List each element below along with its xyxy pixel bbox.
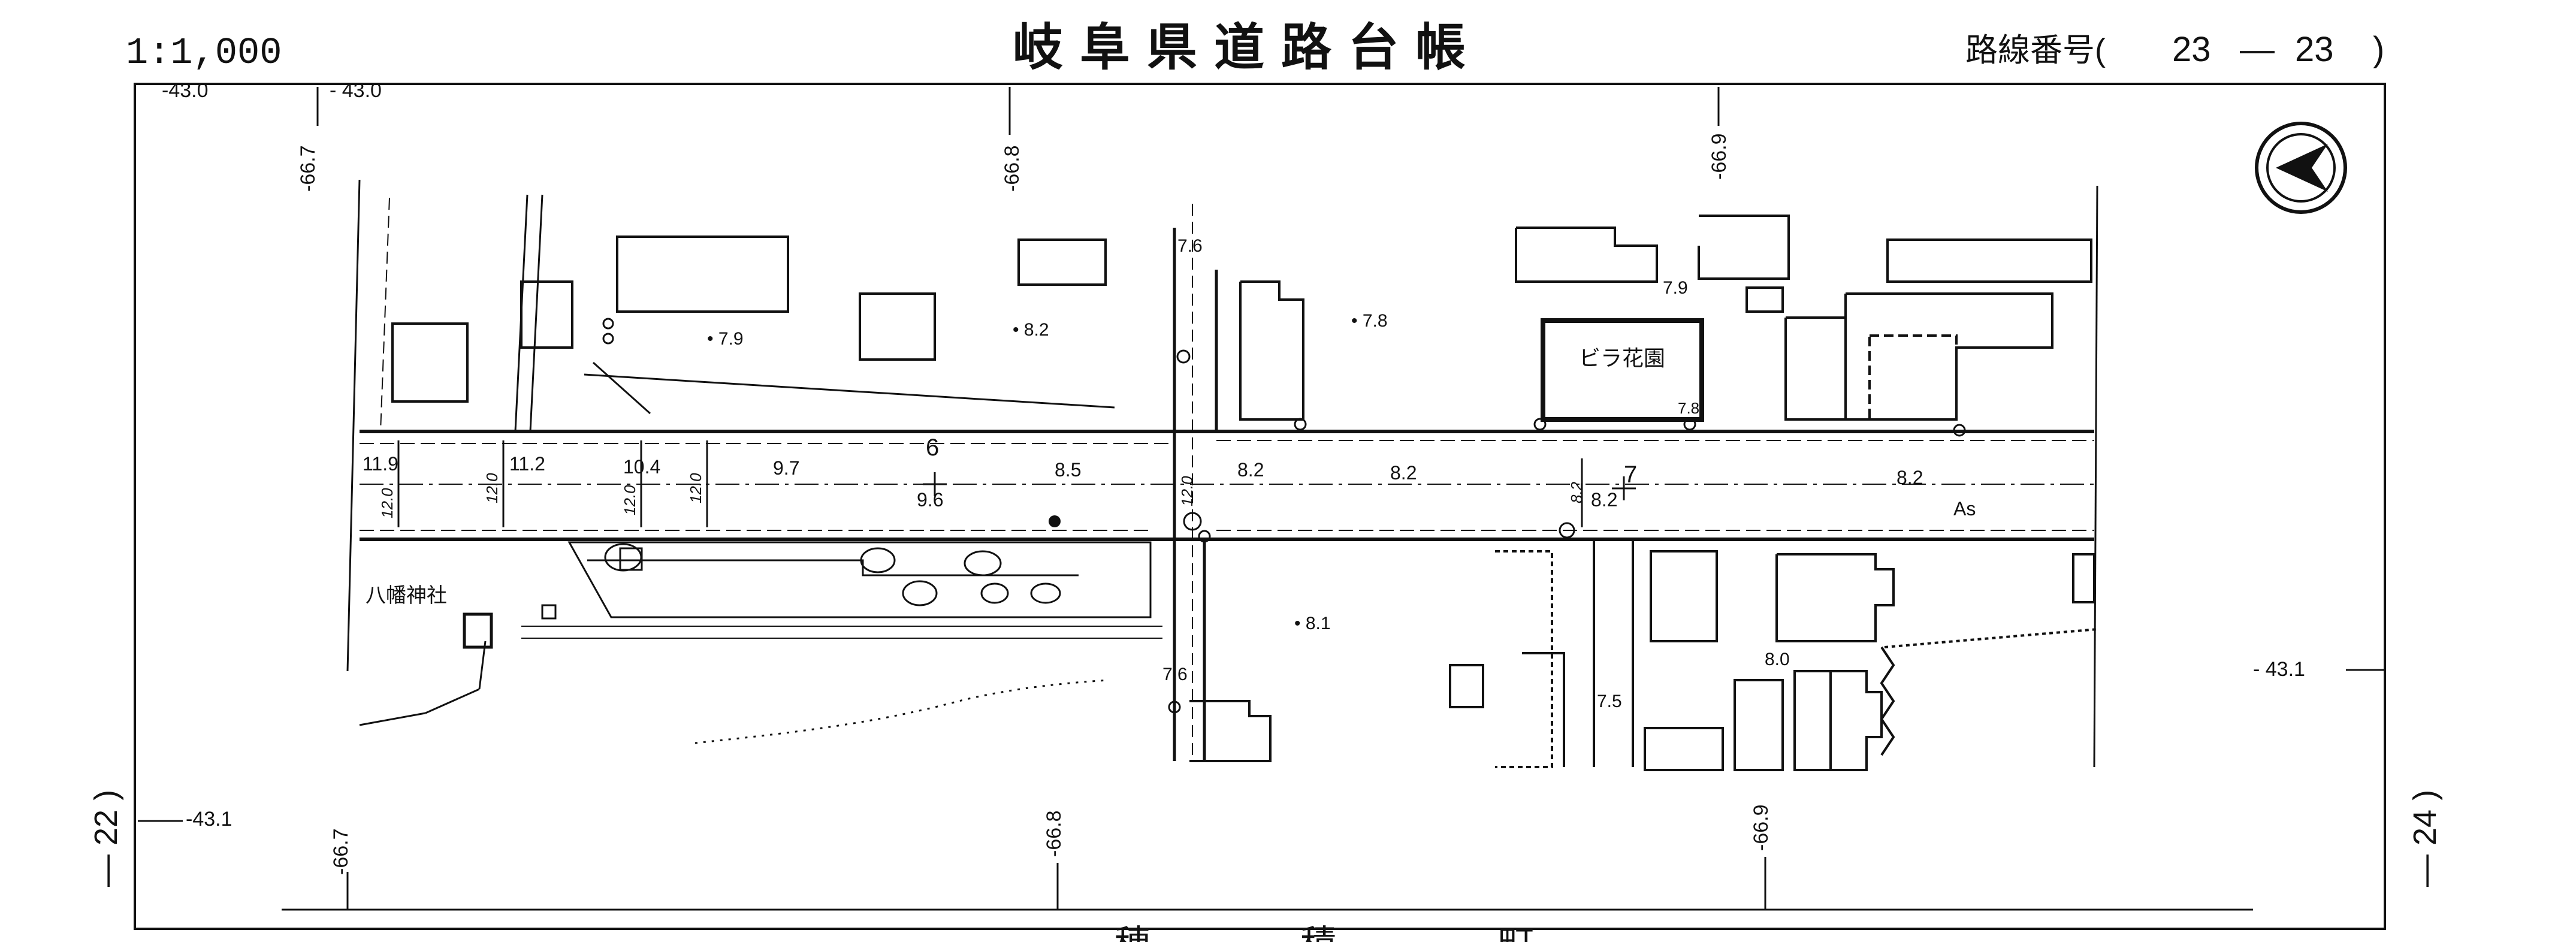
- scale-label: 1:1,000: [126, 32, 282, 74]
- route-number-b: 23: [2295, 30, 2334, 69]
- elev-11-9: 11.9: [363, 453, 398, 475]
- bottom-label-a: 穂: [1115, 923, 1150, 942]
- width-12-0-b: 12.0: [483, 473, 501, 503]
- width-12-0-d: 12.0: [687, 473, 705, 503]
- width-12-0-c: 12.0: [621, 485, 639, 515]
- width-12-0-e: 12.0: [1178, 476, 1196, 506]
- grid-label-top-left-a: -43.0: [162, 79, 209, 102]
- north-arrow-icon: [2255, 122, 2347, 214]
- route-number-a: 23: [2172, 30, 2211, 69]
- route-number: 路線番号( 23 — 23 ): [1965, 30, 2384, 69]
- elev-7-9-a: • 7.9: [707, 329, 744, 349]
- elev-7-9-b: 7.9: [1663, 278, 1688, 298]
- grid-label-bottom-v3: -66.9: [1750, 805, 1772, 852]
- grid-label-right-mid: - 43.1: [2253, 658, 2305, 681]
- villa-label: ビラ花園: [1579, 346, 1665, 370]
- main-road: [360, 430, 2094, 541]
- buildings-north: [391, 215, 2092, 422]
- map-title: 岐阜県道路台帳: [1013, 17, 1482, 77]
- elev-9-6: 9.6: [917, 489, 943, 511]
- elev-8-2-a: • 8.2: [1013, 320, 1049, 340]
- grid-label-top-left-b: - 43.0: [330, 79, 382, 102]
- elev-7-8-b: 7.8: [1678, 399, 1699, 417]
- sheet-ref-left: — 22 ): [88, 790, 124, 887]
- elev-8-5: 8.5: [1055, 459, 1081, 481]
- elev-8-2-b: 8.2: [1237, 459, 1264, 481]
- elev-8-2-d: 8.2: [1591, 489, 1617, 511]
- route-close: ): [2373, 30, 2384, 69]
- shrine-label: 八幡神社: [366, 584, 447, 607]
- grid-label-left-lower: -43.1: [186, 808, 232, 831]
- grid-label-bottom-v1: -66.7: [330, 829, 352, 875]
- elev-8-2-c: 8.2: [1390, 462, 1417, 484]
- grid-label-top-v2: -66.8: [1001, 146, 1023, 192]
- elev-9-7: 9.7: [773, 457, 799, 479]
- right-lane: [1593, 185, 2098, 768]
- width-12-0-a: 12.0: [378, 488, 396, 518]
- map-frame: [134, 83, 2386, 930]
- elev-11-2: 11.2: [509, 453, 545, 475]
- elev-7-8: • 7.8: [1351, 311, 1388, 331]
- route-label: 路線番号(: [1965, 32, 2106, 68]
- elev-7-5: 7.5: [1597, 692, 1622, 711]
- elev-8-2-e: 8.2: [1896, 467, 1923, 488]
- grid-ticks: [282, 87, 2253, 911]
- left-lane: [346, 179, 543, 726]
- bottom-label-b: 積: [1300, 923, 1336, 942]
- grid-label-top-v1: -66.7: [297, 146, 319, 192]
- bottom-label-town: 町: [1498, 923, 1534, 942]
- elev-8-1: • 8.1: [1294, 614, 1331, 633]
- route-dash: —: [2240, 30, 2275, 69]
- station-6-label: 6: [926, 434, 939, 461]
- elev-8-0: 8.0: [1765, 650, 1790, 669]
- pavement-as-label: As: [1953, 498, 1976, 520]
- elev-7-6-b: 7.6: [1162, 665, 1188, 684]
- grid-label-bottom-v2: -66.8: [1043, 811, 1065, 858]
- sheet-ref-right: — 24 ): [2407, 790, 2443, 887]
- sidewalk-details: [584, 318, 1966, 714]
- station-7-label: 7: [1624, 461, 1637, 488]
- cross-street: [1173, 204, 1218, 761]
- station-markers: [923, 472, 1636, 500]
- buildings-south: [1189, 550, 2098, 771]
- width-dimension-lines: [397, 440, 1583, 527]
- grid-label-top-v3: -66.9: [1708, 134, 1731, 180]
- elev-7-6-top: 7.6: [1177, 236, 1203, 256]
- shrine-park: [463, 541, 1162, 744]
